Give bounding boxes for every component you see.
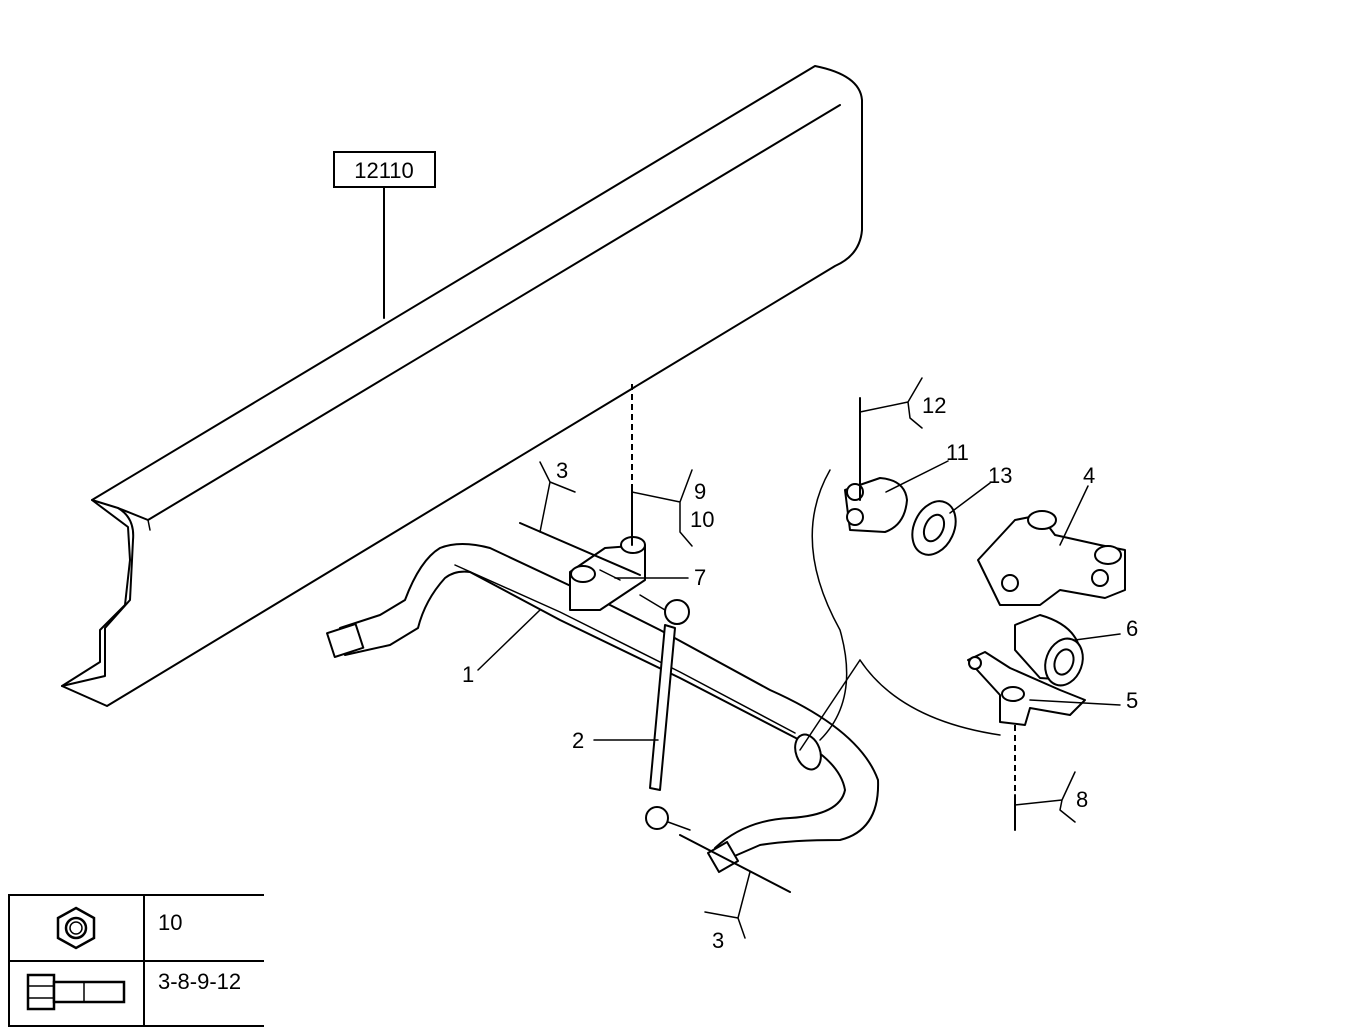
washer <box>911 500 957 556</box>
callout-labels: 12 11 13 4 6 5 8 9 10 3 7 1 2 3 <box>462 393 1138 953</box>
reference-box: 12110 <box>333 151 436 319</box>
callout-8: 8 <box>1076 787 1088 812</box>
callout-11: 11 <box>946 440 969 465</box>
callout-12: 12 <box>922 393 946 418</box>
legend-bolt-text: 3-8-9-12 <box>158 969 242 994</box>
clamp-bracket <box>967 651 1086 726</box>
bar-bracket <box>569 536 646 611</box>
callout-9: 9 <box>694 479 706 504</box>
leader-lines <box>477 377 1121 939</box>
callout-6: 6 <box>1126 616 1138 641</box>
hex-bolt-icon <box>10 961 145 1025</box>
bushing <box>1014 614 1084 687</box>
callout-7: 7 <box>694 565 706 590</box>
callout-4: 4 <box>1083 463 1095 488</box>
callout-1: 1 <box>462 662 474 687</box>
stabilizer-bar <box>326 543 880 874</box>
mounting-bracket <box>977 510 1126 606</box>
callout-3-upper: 3 <box>556 458 568 483</box>
reference-box-label: 12110 <box>354 158 414 183</box>
hex-nut-icon <box>10 896 145 960</box>
legend-nut-text: 10 <box>158 910 183 935</box>
frame-rail <box>61 65 863 707</box>
legend-row-bolt: 3-8-9-12 <box>10 961 264 1025</box>
callout-2: 2 <box>572 728 584 753</box>
link-rod <box>639 594 691 831</box>
callout-10: 10 <box>690 507 714 532</box>
callout-5: 5 <box>1126 688 1138 713</box>
fastener-legend: 10 3-8-9-12 <box>8 894 264 1027</box>
legend-row-nut: 10 <box>10 896 264 962</box>
callout-13: 13 <box>988 463 1012 488</box>
callout-3-lower: 3 <box>712 928 724 953</box>
